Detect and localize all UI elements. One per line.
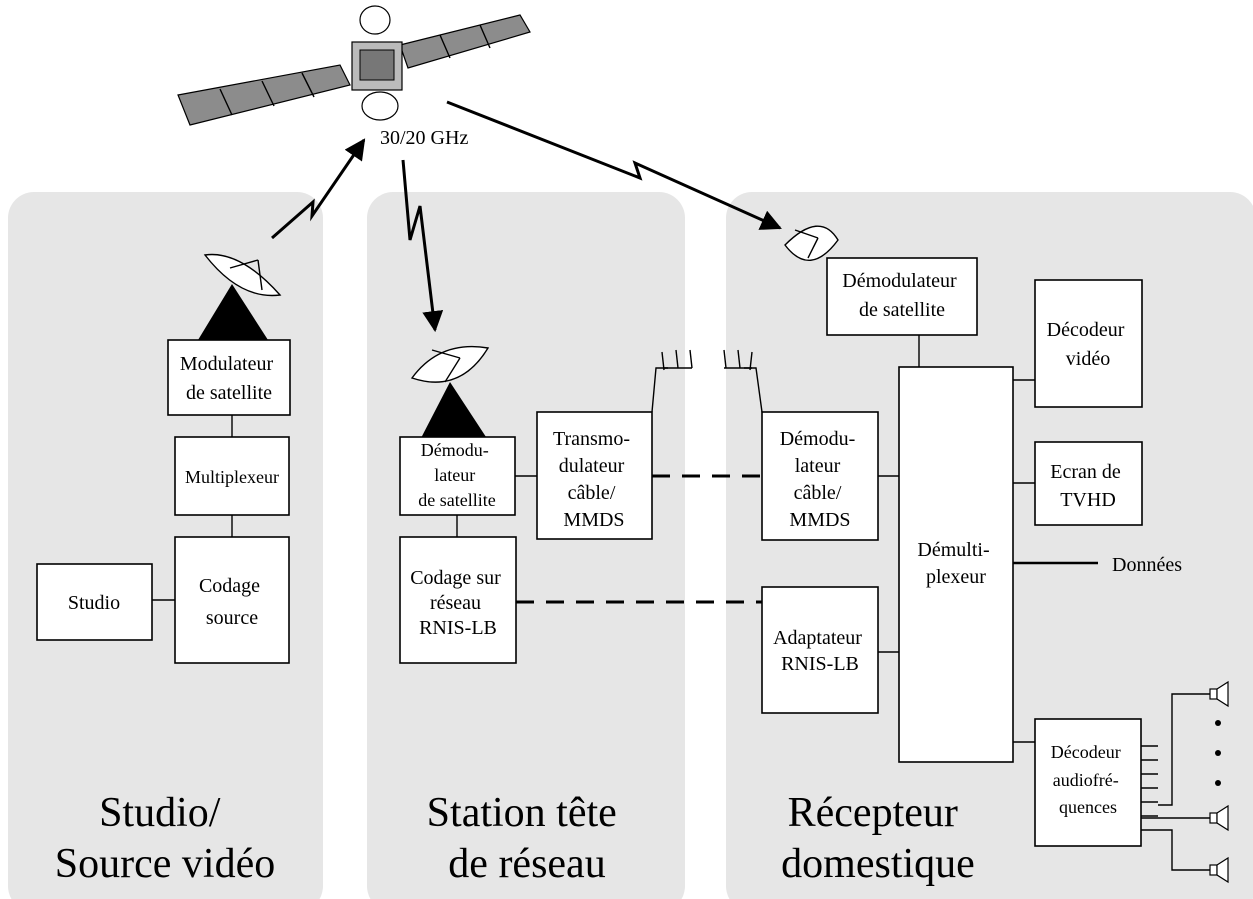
transmodulateur-label: Transmo- dulateur câble/ MMDS: [553, 428, 635, 531]
transmit-antenna-icon: [651, 349, 693, 413]
demultiplexeur-block: [898, 366, 1014, 763]
demultiplexeur-label: Démulti- plexeur: [917, 539, 994, 588]
codage-reseau-block: [399, 536, 517, 664]
satellite-icon: [177, 5, 531, 126]
panel-title-headend: Station tête de réseau: [427, 790, 628, 887]
adaptateur-block: [761, 586, 879, 714]
frequency-label: 30/20 GHz: [380, 127, 468, 149]
demodulateur-satellite-rx-block: [826, 257, 978, 336]
receiver-dish-icon: [784, 225, 839, 262]
ecran-tvhd-block: [1034, 441, 1143, 526]
studio-label: Studio: [68, 592, 120, 614]
headend-dish-icon: [410, 345, 490, 440]
codage-source-label: Codage source: [199, 575, 265, 629]
transmodulateur-block: [536, 411, 653, 540]
decodeur-video-label: Décodeur vidéo: [1047, 319, 1130, 370]
demodulateur-cable-label: Démodu- lateur câble/ MMDS: [780, 428, 861, 531]
speaker-icon: [1209, 856, 1229, 884]
receive-antenna-icon: [723, 349, 763, 413]
multiplexeur-block: [174, 436, 290, 516]
decodeur-video-block: [1034, 279, 1143, 408]
demodulateur-satellite-rx-label: Démodulateur de satellite: [842, 270, 961, 321]
demodulateur-headend-label: Démodu- lateur de satellite: [418, 440, 495, 510]
downlink-receiver-arrow: [446, 100, 782, 230]
codage-reseau-label: Codage sur réseau RNIS-LB: [410, 567, 506, 639]
adaptateur-label: Adaptateur RNIS-LB: [773, 627, 867, 675]
panel-title-studio: Studio/ Source vidéo: [55, 790, 275, 887]
data-output-label: Données: [1112, 554, 1182, 576]
speaker-icon: [1209, 804, 1229, 832]
multiplexeur-label: Multiplexeur: [185, 467, 279, 487]
codage-source-block: [174, 536, 290, 664]
ecran-tvhd-label: Ecran de TVHD: [1050, 461, 1126, 511]
studio-dish-icon: [198, 253, 282, 340]
demodulateur-headend-block: [399, 436, 516, 516]
modulateur-satellite-label: Modulateur de satellite: [180, 353, 278, 404]
downlink-headend-arrow: [401, 159, 444, 333]
uplink-arrow: [271, 138, 366, 240]
decodeur-audio-block: [1034, 718, 1142, 847]
decodeur-audio-label: Décodeur audiofré- quences: [1051, 742, 1125, 817]
speaker-icon: [1209, 680, 1229, 708]
demodulateur-cable-block: [761, 411, 879, 541]
audio-outputs: [1141, 693, 1221, 871]
modulateur-satellite-block: [167, 339, 291, 416]
panel-title-receiver: Récepteur domestique: [781, 790, 975, 887]
studio-block: [36, 563, 153, 641]
